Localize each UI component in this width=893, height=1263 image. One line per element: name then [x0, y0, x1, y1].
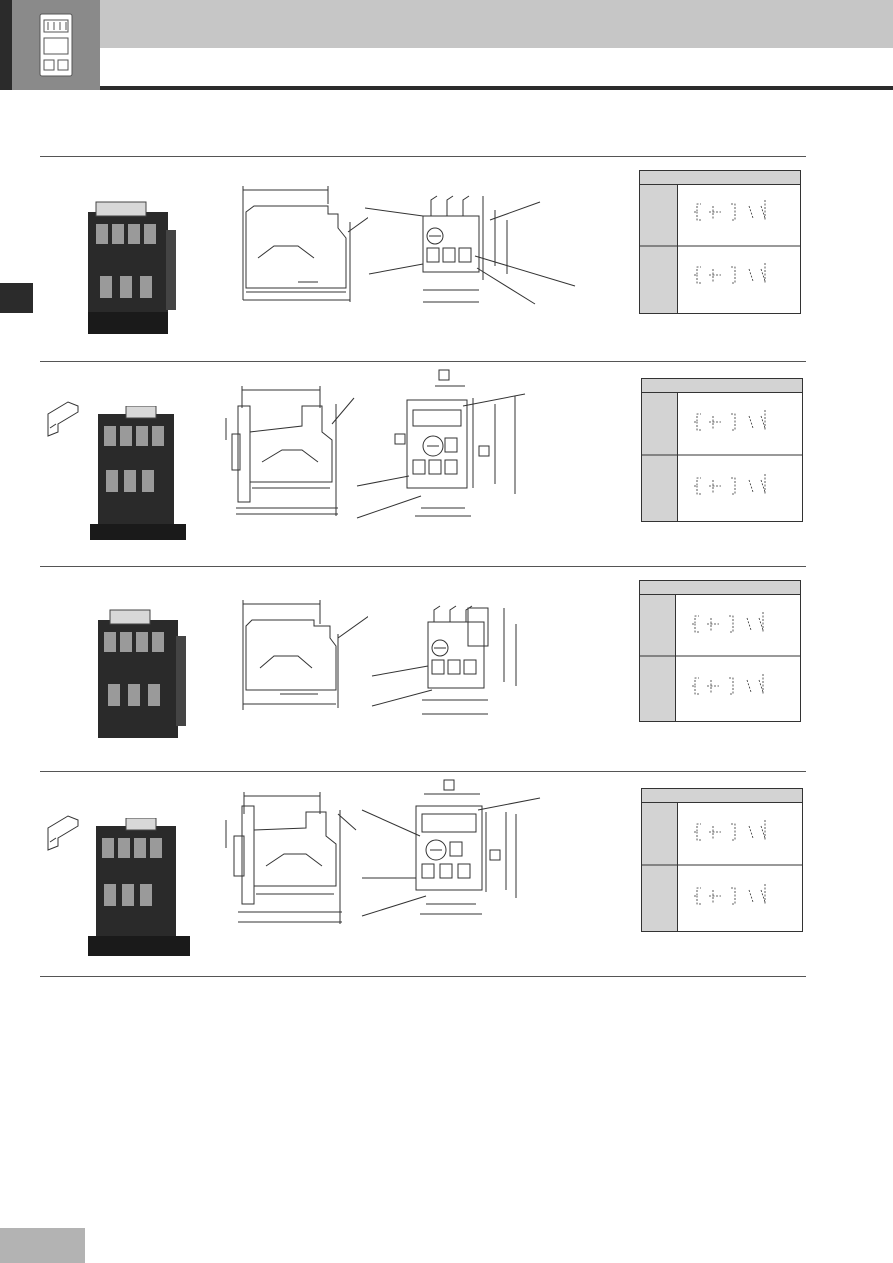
row-separator — [40, 771, 806, 772]
dimension-drawing-side — [222, 790, 357, 930]
row-separator — [40, 156, 806, 157]
relay-photo — [88, 406, 193, 544]
circuit-table — [641, 378, 803, 522]
relay-photo — [86, 818, 196, 960]
label-box-a — [438, 369, 450, 381]
header-icon-box — [12, 0, 100, 90]
row-separator — [40, 566, 806, 567]
header-band — [100, 0, 893, 48]
label-box-b — [489, 849, 501, 861]
dimension-drawing-side — [238, 182, 368, 306]
circuit-table — [639, 170, 801, 314]
dimension-drawing-front — [360, 778, 550, 928]
side-tab — [0, 283, 33, 313]
dimension-drawing-front — [355, 368, 535, 528]
relay-device-icon — [39, 13, 73, 77]
label-box-a — [443, 779, 455, 791]
row-separator — [40, 976, 806, 977]
dimension-drawing-side — [238, 598, 368, 718]
relay-photo — [90, 606, 195, 746]
dimension-drawing-side — [222, 384, 357, 519]
mounting-clip-photo — [46, 812, 82, 852]
relay-photo — [78, 200, 183, 340]
label-box-c — [478, 445, 490, 457]
dimension-drawing-front — [365, 190, 580, 315]
header-left-strip — [0, 0, 12, 90]
mounting-clip-photo — [46, 398, 82, 438]
circuit-table — [641, 788, 803, 932]
dimension-drawing-front — [370, 600, 530, 720]
footer-tab — [0, 1228, 85, 1263]
row-separator — [40, 361, 806, 362]
header-rule — [100, 86, 893, 90]
circuit-table — [639, 580, 801, 722]
label-box-b — [394, 433, 406, 445]
